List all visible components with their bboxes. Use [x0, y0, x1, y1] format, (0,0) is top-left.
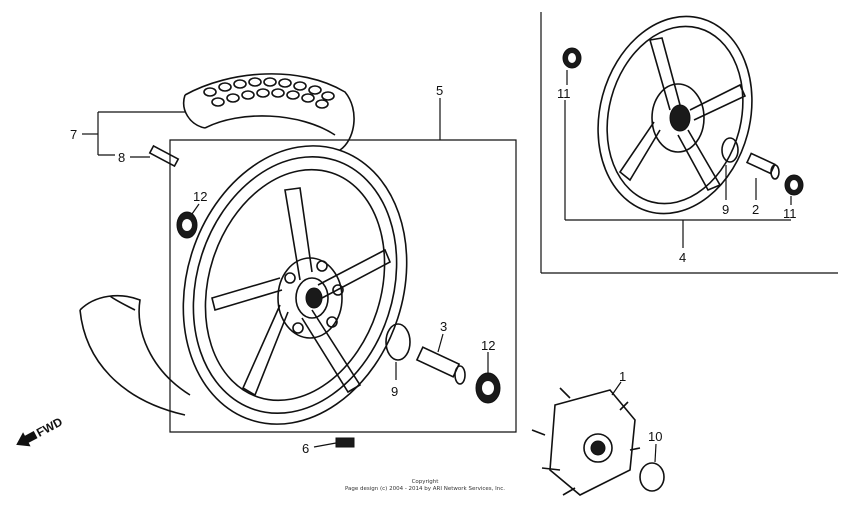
- callout-7: 7: [70, 127, 77, 142]
- callout-5: 5: [436, 83, 443, 98]
- callout-1: 1: [619, 369, 626, 384]
- sprocket-hub-1: [531, 387, 641, 496]
- callout-6: 6: [302, 441, 309, 456]
- copyright: Copyright Page design (c) 2004 - 2014 by…: [345, 479, 505, 492]
- bearing-11-left: [562, 47, 582, 69]
- inset-frame: [540, 12, 838, 274]
- bearing-12-left: [176, 211, 198, 239]
- callout-3: 3: [440, 319, 447, 334]
- spacer-2: [745, 152, 780, 180]
- oring-9-main: [385, 323, 411, 361]
- oring-10: [639, 462, 665, 492]
- callouts: 1 2 3 4 5 6 7 8 9 9 10 11 11 12 12: [70, 83, 797, 456]
- callout-12-right: 12: [481, 338, 495, 353]
- callout-8: 8: [118, 150, 125, 165]
- tire: [79, 73, 355, 416]
- tire-tread: [203, 77, 335, 109]
- bearing-12-right: [475, 372, 501, 404]
- callout-9-inset: 9: [722, 202, 729, 217]
- bearing-11-right: [784, 174, 804, 196]
- callout-11-left: 11: [557, 86, 571, 101]
- fwd-label: FWD: [34, 414, 65, 439]
- callout-4: 4: [679, 250, 686, 265]
- valve-8: [148, 144, 180, 168]
- inset-wheel: [597, 15, 753, 215]
- callout-10: 10: [648, 429, 662, 444]
- callout-12-left: 12: [193, 189, 207, 204]
- callout-2: 2: [752, 202, 759, 217]
- copyright-line2: Page design (c) 2004 - 2014 by ARI Netwo…: [345, 486, 505, 492]
- copyright-line1: Copyright: [412, 479, 440, 485]
- callout-11-right: 11: [783, 206, 797, 221]
- balance-weight-6: [335, 437, 355, 448]
- oring-9-inset: [721, 137, 739, 163]
- leader-lines: [82, 70, 792, 463]
- callout-9-main: 9: [391, 384, 398, 399]
- main-wheel-bracket: [169, 139, 517, 433]
- wheel-rim: [182, 145, 408, 425]
- fwd-indicator: FWD: [16, 414, 65, 447]
- spacer-3: [415, 346, 466, 385]
